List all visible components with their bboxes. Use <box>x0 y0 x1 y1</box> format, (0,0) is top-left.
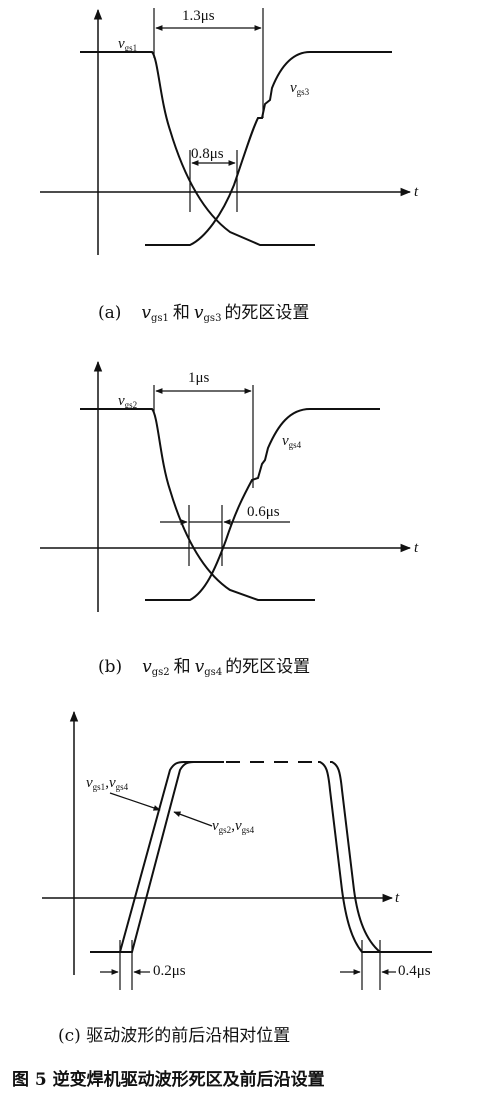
panel-a-dim-outer-label: 1.3μs <box>182 8 215 24</box>
panel-a-vgs3-label: vgs3 <box>290 80 310 97</box>
panel-c-t-label: t <box>395 890 400 906</box>
panel-b-t-label: t <box>414 540 419 556</box>
panel-b-vgs2-curve <box>80 408 315 601</box>
panel-c-wave-2-fall <box>330 761 432 953</box>
panel-a-vgs3-curve <box>145 51 392 246</box>
panel-c-label2-pointer <box>173 811 213 827</box>
panel-c-wave-1-fall <box>318 761 432 953</box>
panel-c-wave-2 <box>90 761 224 953</box>
panel-c-wave-1 <box>90 761 224 953</box>
panel-c: t vgs1,vgs4 vgs2,vgs4 0.2μs 0.4μs (c) 驱动… <box>42 710 432 1046</box>
panel-b-vgs4-label: vgs4 <box>282 433 302 450</box>
panel-a-t-label: t <box>414 184 419 200</box>
panel-c-label1: vgs1,vgs4 <box>86 775 129 792</box>
figure-caption: 图 5 逆变焊机驱动波形死区及前后沿设置 <box>12 1069 325 1090</box>
panel-b-dim-outer-label: 1μs <box>188 370 210 386</box>
panel-c-dim-left-label: 0.2μs <box>153 963 186 979</box>
panel-c-label1-pointer <box>109 792 161 811</box>
panel-c-dim-right-label: 0.4μs <box>398 963 431 979</box>
panel-a-vgs1-label: vgs1 <box>118 36 137 53</box>
panel-b-dim-inner-label: 0.6μs <box>247 504 280 520</box>
panel-c-label2: vgs2,vgs4 <box>212 818 255 835</box>
panel-a-vgs1-curve <box>80 51 315 246</box>
panel-a-dim-inner-label: 0.8μs <box>191 146 224 162</box>
panel-c-caption: (c) 驱动波形的前后沿相对位置 <box>58 1026 290 1046</box>
panel-b-vgs2-label: vgs2 <box>118 393 137 410</box>
panel-b-vgs4-curve <box>145 408 380 601</box>
